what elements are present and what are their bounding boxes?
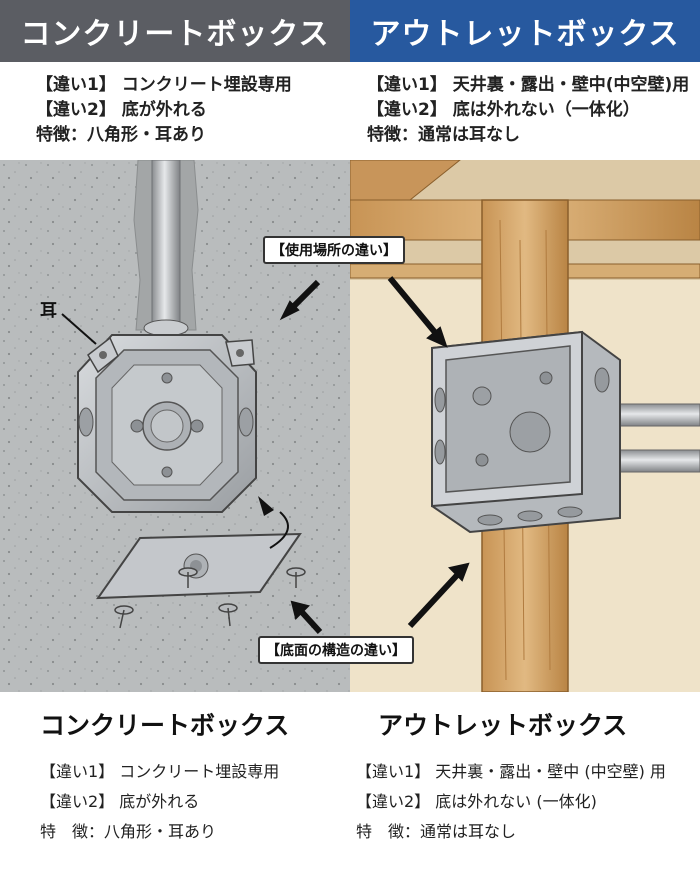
arrow-icon: [387, 276, 470, 629]
right-bottom-title: アウトレットボックス: [378, 711, 628, 740]
right-bottom-line-1: 【違い1】 天井裏・露出・壁中 (中空壁) 用: [356, 762, 666, 781]
square-outlet-box: [431, 330, 621, 534]
left-header: コンクリートボックス: [0, 0, 350, 62]
removable-bottom-plate: [96, 532, 302, 600]
left-info-panel: 【違い1】 コンクリート埋設専用 【違い2】 底が外れる 特徴：八角形・耳あり: [0, 62, 350, 160]
right-header-title: アウトレットボックス: [370, 17, 680, 52]
left-header-title: コンクリートボックス: [20, 17, 330, 52]
pipe-icon: [151, 160, 181, 336]
left-info-line-3: 特徴：八角形・耳あり: [36, 125, 206, 145]
right-bottom-line-2: 【違い2】 底は外れない (一体化): [356, 792, 597, 811]
arrow-icon: [269, 511, 289, 549]
left-bottom-line-1: 【違い1】 コンクリート埋設専用: [40, 762, 280, 781]
left-bottom-line-2: 【違い2】 底が外れる: [40, 792, 200, 811]
right-header: アウトレットボックス: [350, 0, 700, 62]
arrow-icon: [279, 279, 323, 635]
left-bottom-title: コンクリートボックス: [40, 711, 290, 740]
screw-icon: [114, 567, 306, 629]
outlet-box-svg: [350, 160, 700, 692]
outlet-box-illustration: [350, 160, 700, 692]
ear-tab-right: [225, 339, 255, 367]
left-bottom-panel: コンクリートボックス 【違い1】 コンクリート埋設専用 【違い2】 底が外れる …: [0, 692, 350, 869]
right-info-panel: 【違い1】 天井裏・露出・壁中(中空壁)用 【違い2】 底は外れない（一体化） …: [350, 62, 700, 160]
right-info-line-1: 【違い1】 天井裏・露出・壁中(中空壁)用: [367, 75, 690, 95]
left-info-line-1: 【違い1】 コンクリート埋設専用: [36, 75, 292, 95]
ear-label: 耳: [40, 301, 57, 321]
ear-tab-left: [87, 336, 119, 374]
left-bottom-line-3: 特 徴：八角形・耳あり: [40, 822, 217, 841]
right-info-line-2: 【違い2】 底は外れない（一体化）: [367, 100, 640, 120]
bottom-structure-label: 【底面の構造の違い】: [258, 636, 414, 664]
right-bottom-line-3: 特 徴：通常は耳なし: [356, 822, 517, 841]
right-info-line-3: 特徴：通常は耳なし: [367, 125, 520, 145]
usage-difference-label: 【使用場所の違い】: [263, 236, 405, 264]
left-info-line-2: 【違い2】 底が外れる: [36, 100, 207, 120]
right-bottom-panel: アウトレットボックス 【違い1】 天井裏・露出・壁中 (中空壁) 用 【違い2】…: [350, 692, 700, 869]
